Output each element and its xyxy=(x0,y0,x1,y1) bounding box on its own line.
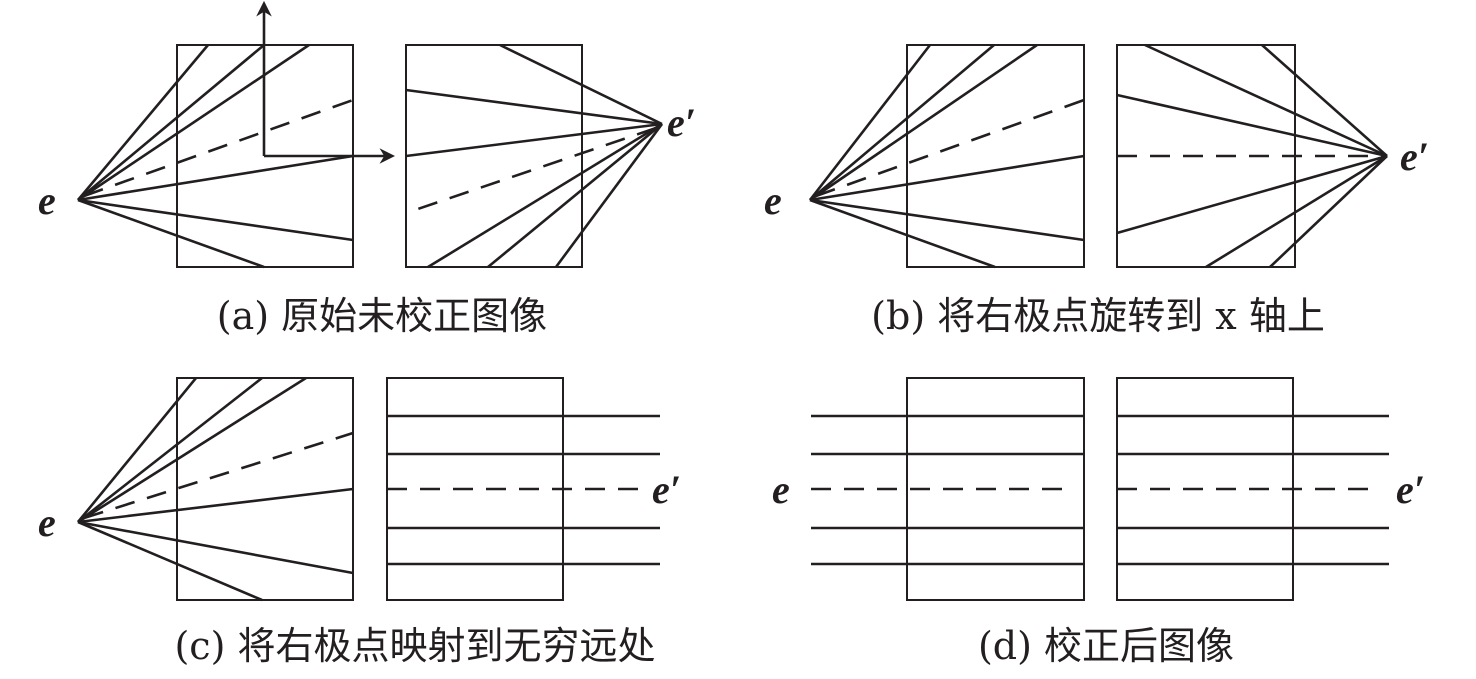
right-epipolar-lines xyxy=(1117,414,1389,566)
left-image-frame xyxy=(176,377,354,601)
panel-c: e e′ (c) 将右极点映射到无穷远处 xyxy=(38,376,681,668)
caption-d: (d) 校正后图像 xyxy=(978,624,1234,668)
right-epipole-label: e′ xyxy=(667,100,696,145)
right-epipole-label: e′ xyxy=(1396,467,1425,512)
left-epipole-label: e xyxy=(772,467,790,512)
caption-c: (c) 将右极点映射到无穷远处 xyxy=(174,624,655,668)
caption-a: (a) 原始未校正图像 xyxy=(217,294,547,338)
right-image-frame xyxy=(405,44,583,268)
panel-d: e e′ (d) 校正后图像 xyxy=(772,377,1425,668)
left-epipole-label: e xyxy=(764,178,782,223)
left-epipole-label: e xyxy=(38,178,56,223)
left-epipolar-lines xyxy=(811,414,1084,566)
right-epipolar-lines xyxy=(1116,43,1388,269)
left-epipolar-lines xyxy=(77,43,354,269)
left-image-frame xyxy=(906,44,1085,268)
left-epipole-label: e xyxy=(38,500,56,545)
left-image-frame xyxy=(906,377,1085,601)
right-epipole-label: e′ xyxy=(1400,134,1429,179)
panel-b: e e′ (b) 将右极点旋转到 x 轴上 xyxy=(764,43,1429,338)
panel-a: e e′ (a) 原始未校正图像 xyxy=(38,0,696,338)
coordinate-axes xyxy=(256,0,396,164)
caption-b: (b) 将右极点旋转到 x 轴上 xyxy=(871,294,1325,338)
left-epipolar-lines xyxy=(76,376,354,602)
left-epipolar-lines xyxy=(808,43,1085,269)
right-epipolar-lines xyxy=(387,414,660,566)
right-epipole-label: e′ xyxy=(652,467,681,512)
right-epipolar-lines xyxy=(405,43,664,269)
